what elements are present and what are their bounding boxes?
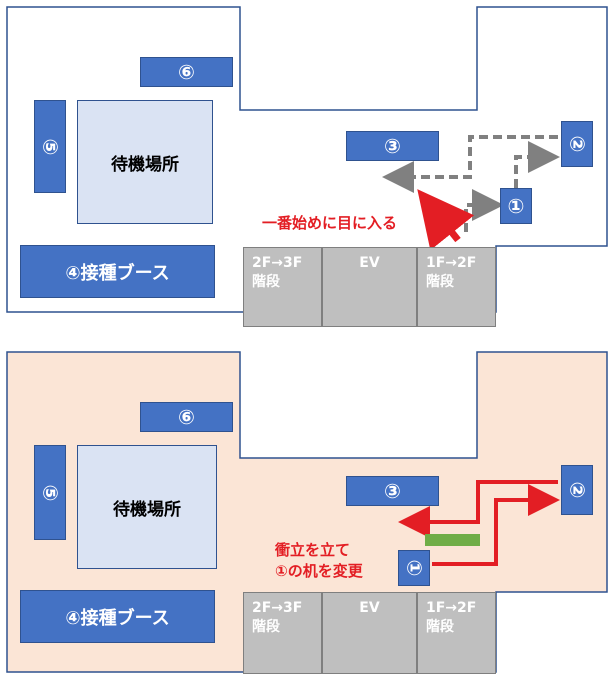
bottom-booth-3: ③ [346,476,439,506]
top-stairs-1f-2f-line1: 1F→2F [426,255,477,271]
bottom-elevator: EV [322,592,417,674]
bottom-booth-6: ⑥ [140,402,233,432]
top-booth-6-label: ⑥ [178,60,195,84]
top-booth-5-label: ⑤ [38,138,62,155]
top-stairs-2f-3f-line2: 階段 [252,274,280,290]
top-booth-6: ⑥ [140,57,233,87]
top-booth-2-label: ② [565,135,589,153]
top-stairs-2f-3f-line1: 2F→3F [252,255,303,271]
bottom-waiting-area: 待機場所 [77,445,217,569]
bottom-change-label-line1: 衝立を立て [275,541,351,559]
top-booth-5: ⑤ [34,100,66,193]
top-stairs-1f-2f: 1F→2F 階段 [417,247,496,327]
bottom-stairs-2f-3f-line1: 2F→3F [252,600,303,616]
top-stairs-2f-3f: 2F→3F 階段 [243,247,322,327]
bottom-vaccination-booth: ④接種ブース [20,590,215,643]
bottom-booth-6-label: ⑥ [178,405,195,429]
top-stairs-1f-2f-line2: 階段 [426,274,454,290]
top-booth-2: ② [561,121,593,167]
top-waiting-area-label: 待機場所 [111,154,179,175]
top-booth-1-label: ① [507,194,525,218]
top-booth-1: ① [500,188,532,224]
top-waiting-area: 待機場所 [77,100,213,224]
bottom-booth-3-label: ③ [384,479,401,503]
bottom-vaccination-booth-label: ④接種ブース [65,607,170,629]
top-first-seen-arrow [417,189,475,251]
top-path-to-2 [514,141,560,188]
top-booth-3-label: ③ [384,134,401,158]
bottom-booth-5-label: ⑤ [38,484,62,501]
top-elevator-label: EV [359,255,380,271]
bottom-change-label: 衝立を立て ①の机を変更 [275,540,363,582]
bottom-stairs-1f-2f-line2: 階段 [426,619,454,635]
bottom-elevator-label: EV [359,600,380,616]
top-first-seen-label: 一番始めに目に入る [262,214,398,232]
bottom-stairs-2f-3f: 2F→3F 階段 [243,592,322,674]
bottom-stairs-1f-2f-line1: 1F→2F [426,600,477,616]
top-elevator: EV [322,247,417,327]
bottom-waiting-area-label: 待機場所 [113,499,181,520]
bottom-booth-5: ⑤ [34,445,66,540]
bottom-path-to-2 [432,484,560,566]
top-booth-3: ③ [346,131,439,161]
top-vaccination-booth-label: ④接種ブース [65,262,170,284]
top-vaccination-booth: ④接種ブース [20,245,215,298]
bottom-change-label-line2: ①の机を変更 [275,562,363,580]
bottom-booth-2: ② [561,465,593,515]
top-path-to-1 [464,189,504,232]
bottom-booth-1: ① [398,550,430,586]
bottom-booth-2-label: ② [565,481,589,499]
bottom-booth-1-label: ① [402,559,426,577]
bottom-stairs-1f-2f: 1F→2F 階段 [417,592,496,674]
bottom-stairs-2f-3f-line2: 階段 [252,619,280,635]
bottom-partition [425,534,480,546]
